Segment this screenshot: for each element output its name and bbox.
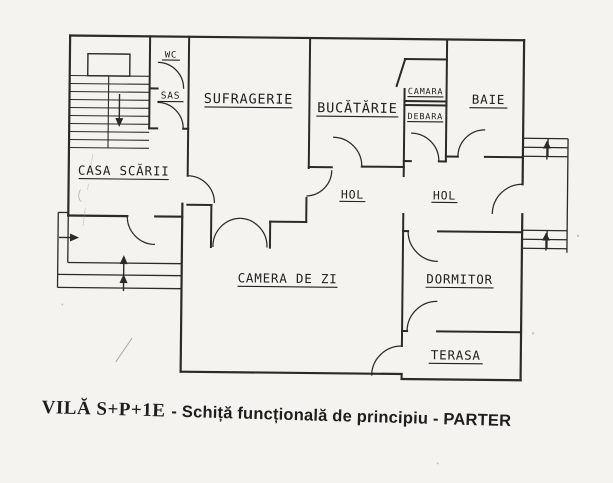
room-label-camera-de-zi: CAMERA DE ZI xyxy=(238,270,338,286)
underline-casa-scarii xyxy=(78,178,169,181)
room-label-hol-2: HOL xyxy=(433,188,456,202)
room-label-wc: WC xyxy=(165,51,178,61)
entrance-direction-arrow xyxy=(59,233,80,242)
underline-dormitor xyxy=(425,286,494,289)
plan-title-name: VILĂ S+P+1E xyxy=(41,397,166,422)
room-label-hol-1: HOL xyxy=(341,187,364,201)
walls-inner xyxy=(148,35,524,381)
room-label-camara: CAMARA xyxy=(408,87,444,97)
underline-sufragerie xyxy=(204,106,293,109)
room-label-terasa: TERASA xyxy=(431,347,481,363)
room-label-sas: SAS xyxy=(161,90,181,101)
stair-direction-arrow xyxy=(115,94,124,128)
underline-terasa xyxy=(428,362,483,365)
side-up-arrow-top xyxy=(542,140,551,160)
room-labels: WC SAS SUFRAGERIE BUCĂTĂRIE CAMARA DEBAR… xyxy=(78,51,508,365)
side-up-arrow-bottom xyxy=(542,232,551,251)
room-label-bucatarie: BUCĂTĂRIE xyxy=(317,98,398,117)
room-label-baie: BAIE xyxy=(472,92,505,107)
room-label-casa-scarii: CASA SCĂRII xyxy=(78,163,170,179)
staircase xyxy=(68,52,150,149)
room-label-dormitor: DORMITOR xyxy=(426,271,493,287)
side-steps xyxy=(521,137,569,253)
room-label-sufragerie: SUFRAGERIE xyxy=(204,91,293,108)
scan-noise xyxy=(61,153,580,465)
entrance-up-arrow xyxy=(119,255,128,292)
entrance-steps xyxy=(56,211,182,292)
underline-camera-de-zi xyxy=(237,285,338,288)
door-arcs xyxy=(126,61,523,376)
underline-bucatarie xyxy=(316,115,399,118)
room-label-debara: DEBARA xyxy=(407,112,443,122)
walls-outer xyxy=(67,34,526,382)
